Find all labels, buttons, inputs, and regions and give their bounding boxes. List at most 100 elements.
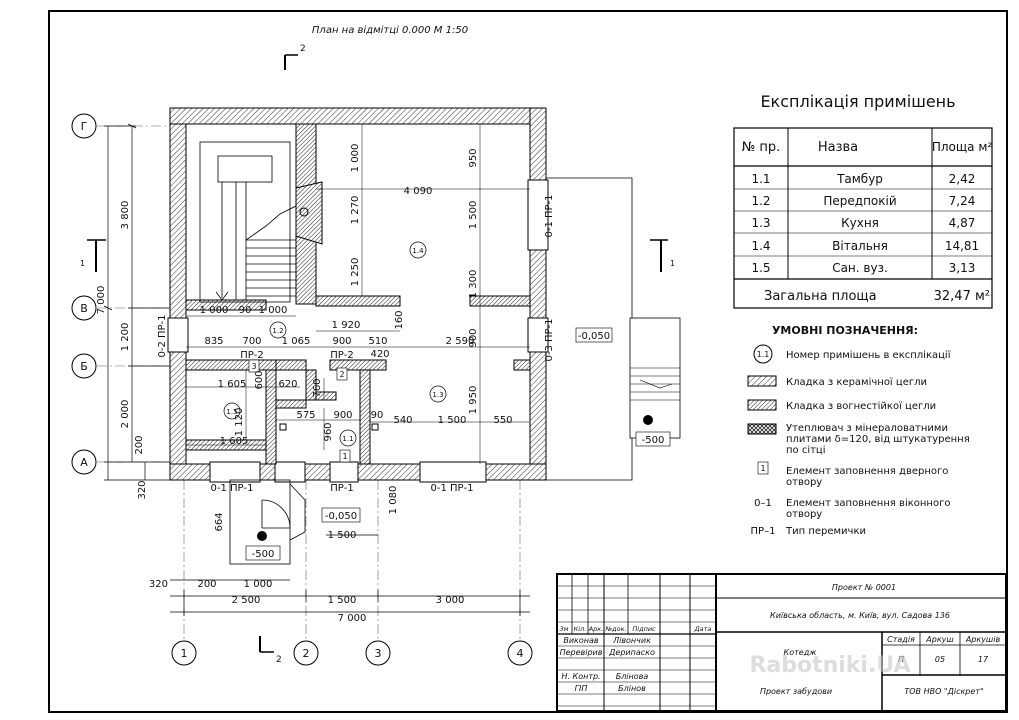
svg-text:1 000: 1 000: [200, 305, 229, 316]
svg-text:1 270: 1 270: [350, 196, 361, 225]
column-marker: [371, 423, 379, 431]
svg-text:160: 160: [394, 310, 405, 329]
svg-text:Г: Г: [81, 120, 88, 133]
explication-header-name: Назва: [818, 140, 858, 155]
point-marker: [257, 531, 267, 541]
explication-row-area: 7,24: [949, 194, 976, 208]
legend-item-text: Утеплювач з мінераловатними: [786, 422, 948, 434]
label-window-bottom-2: 0-1 ПР-1: [430, 483, 473, 494]
label-lintel-1: ПР-2: [240, 350, 264, 361]
legend-item-text: Кладка з вогнестійкої цегли: [786, 400, 936, 412]
axis-bubble-2: 2: [293, 640, 319, 666]
svg-text:2: 2: [339, 370, 344, 379]
stair-steps: [245, 205, 297, 297]
explication-header-no: № пр.: [742, 140, 781, 155]
svg-text:1 080: 1 080: [388, 486, 399, 515]
total-area-value: 32,47 м²: [934, 289, 990, 304]
bottom-dimension-lines: [170, 534, 530, 616]
legend-symbol-door: 1: [757, 461, 769, 475]
svg-text:3: 3: [375, 647, 382, 660]
stage-value: П: [898, 655, 904, 664]
label-window-left: 0-2 ПР-1: [157, 314, 168, 357]
svg-text:1 000: 1 000: [350, 144, 361, 173]
entrance-porch: [229, 479, 306, 565]
svg-text:664: 664: [214, 512, 225, 531]
watermark: Rabotniki.UA: [749, 653, 910, 678]
axis-bubble-a: А: [71, 449, 97, 475]
explication-row-no: 1.1: [751, 172, 770, 186]
svg-text:1 500: 1 500: [328, 595, 357, 606]
legend-symbol-room-number: 1.1: [753, 344, 773, 364]
svg-text:575: 575: [296, 410, 315, 421]
axis-bubble-g: Г: [71, 113, 97, 139]
svg-text:1 000: 1 000: [244, 579, 273, 590]
title-block-header-cell: Кіл.: [574, 625, 587, 633]
svg-text:1 065: 1 065: [282, 336, 311, 347]
svg-text:1 500: 1 500: [438, 415, 467, 426]
svg-text:200: 200: [197, 579, 216, 590]
level-mark-porch-step: -500: [245, 545, 281, 561]
legend-item-text: плитами δ=120, від штукатурення: [786, 433, 970, 445]
svg-text:835: 835: [204, 336, 223, 347]
svg-text:2: 2: [303, 647, 310, 660]
dim-2000: 2 000: [120, 400, 131, 429]
svg-text:1 300: 1 300: [468, 270, 479, 299]
explication-row-name: Вітальня: [832, 239, 888, 253]
sheet-frame: [48, 10, 1008, 713]
label-window-bottom-1: 0-1 ПР-1: [210, 483, 253, 494]
svg-text:540: 540: [393, 415, 412, 426]
title-block-header-cell: Зм: [559, 625, 568, 633]
dim-200: 200: [134, 435, 145, 454]
section-mark-top: 2: [284, 44, 306, 70]
staircase: [199, 141, 297, 303]
section-mark-right: 1: [650, 239, 675, 272]
svg-text:А: А: [80, 456, 88, 469]
axis-bubble-4: 4: [507, 640, 533, 666]
dim-1200: 1 200: [120, 323, 131, 352]
svg-text:90: 90: [371, 410, 384, 421]
title-block-header-cell: Підпис: [632, 625, 656, 633]
project-number: Проект № 0001: [832, 583, 896, 592]
svg-text:90: 90: [239, 305, 252, 316]
svg-text:2 590: 2 590: [446, 336, 475, 347]
legend-item-text: отвору: [786, 477, 822, 488]
svg-text:900: 900: [332, 336, 351, 347]
svg-text:7 000: 7 000: [338, 613, 367, 624]
door-mark-1: 1: [339, 449, 351, 463]
stage-header: Аркуш: [925, 635, 954, 644]
stage-header: Стадія: [887, 635, 915, 644]
explication-row-name: Сан. вуз.: [832, 261, 888, 275]
total-area-label: Загальна площа: [764, 289, 877, 304]
legend-title: УМОВНІ ПОЗНАЧЕННЯ:: [772, 324, 918, 337]
label-window-right-top: 0-1 ПР-1: [544, 194, 555, 237]
explication-row-area: 3,13: [949, 261, 976, 275]
svg-text:1 250: 1 250: [350, 258, 361, 287]
level-mark-porch: -0,050: [321, 507, 361, 523]
explication-header-area: Площа м²: [932, 140, 993, 154]
svg-text:-0,050: -0,050: [578, 331, 610, 342]
axis-bubble-1: 1: [171, 640, 197, 666]
legend-item-text: Номер примішень в експлікації: [786, 349, 951, 361]
explication-row-name: Кухня: [841, 216, 879, 230]
svg-text:1 000: 1 000: [259, 305, 288, 316]
level-mark-terrace-step: -500: [635, 431, 671, 447]
dim-7000: 7 000: [96, 286, 107, 315]
signer-name: Дерипаско: [608, 648, 655, 657]
section-mark-left: 1: [80, 239, 106, 272]
title-block-header-cell: Арк.: [588, 625, 604, 633]
svg-text:2 500: 2 500: [232, 595, 261, 606]
explication-row-no: 1.4: [751, 239, 770, 253]
svg-text:4: 4: [517, 647, 524, 660]
svg-text:2: 2: [300, 44, 306, 54]
outer-walls: [167, 107, 549, 483]
legend-item-text: по сітці: [786, 444, 826, 456]
column-marker: [279, 423, 287, 431]
svg-text:1 920: 1 920: [332, 320, 361, 331]
label-lintel-bottom: ПР-1: [330, 483, 354, 494]
signer-role: ГІП: [575, 684, 588, 693]
legend-item-text: Тип перемички: [785, 526, 866, 537]
svg-text:1 605: 1 605: [220, 436, 249, 447]
signer-role: Виконав: [563, 636, 599, 645]
signer-name: Блінова: [616, 672, 649, 681]
